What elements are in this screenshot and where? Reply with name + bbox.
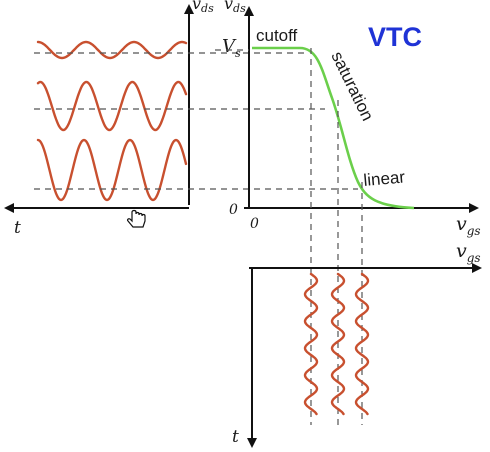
- diagram-title: VTC: [368, 22, 422, 52]
- region-label-cutoff: cutoff: [256, 26, 298, 45]
- vds-axis-label-2: vds: [224, 0, 246, 15]
- output-waveform-linear: [36, 138, 188, 202]
- input-waveform-saturation: [330, 272, 346, 416]
- region-label-linear: linear: [363, 167, 406, 190]
- vs-label: Vs: [222, 36, 241, 60]
- left-time-label: t: [14, 218, 21, 238]
- output-waveform-saturation: [36, 80, 188, 132]
- region-label-saturation: saturation: [327, 48, 377, 123]
- zero-x-label: 0: [250, 216, 259, 232]
- vgs-axis-label: vgs: [456, 213, 481, 238]
- zero-y-label: 0: [229, 202, 238, 218]
- bottom-vgs-label: vgs: [456, 240, 481, 265]
- input-waveform-linear: [354, 272, 370, 416]
- vtc-curve: [252, 46, 415, 210]
- hand-pointer-icon: [127, 209, 146, 228]
- input-waveform-cutoff: [303, 272, 319, 416]
- output-waveform-cutoff: [36, 40, 188, 60]
- bottom-time-label: t: [232, 427, 239, 447]
- vds-axis-label: vds: [192, 0, 214, 15]
